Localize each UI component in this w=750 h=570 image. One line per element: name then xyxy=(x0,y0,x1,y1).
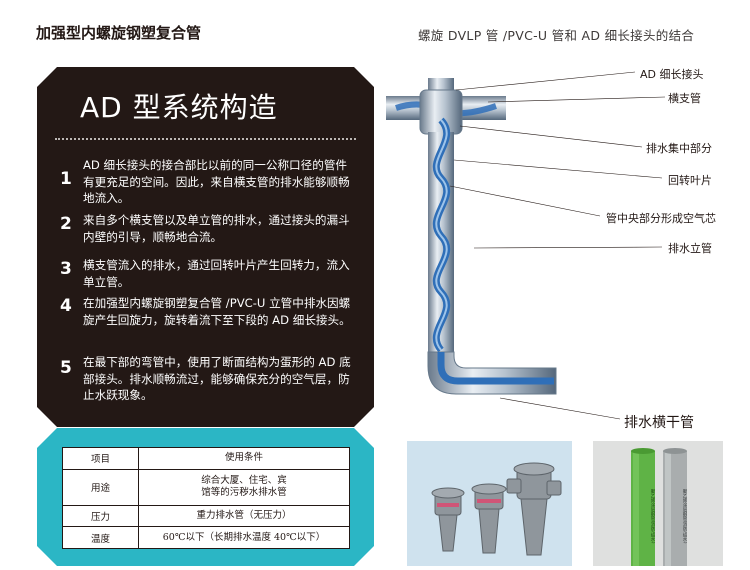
structure-panel xyxy=(37,67,374,427)
table-cell: 温度 xyxy=(62,526,139,549)
item-text: 横支管流入的排水，通过回转叶片产生回转力，流入单立管。 xyxy=(83,258,350,289)
table-cell: 60℃以下（长期排水温度 40℃以下） xyxy=(138,526,350,549)
label-stack: 排水立管 xyxy=(668,242,712,255)
conditions-table: 项目 使用条件 用途 综合大厦、住宅、宾馆等的污秽水排水管 压力 重力排水管（无… xyxy=(62,447,350,549)
table-cell: 项目 xyxy=(62,447,139,470)
item-text: AD 细长接头的接合部比以前的同一公称口径的管件有更充足的空间。因此，来自横支管… xyxy=(83,158,350,205)
label-collection-part: 排水集中部分 xyxy=(646,142,712,155)
pipes-illustration xyxy=(593,441,723,566)
table-row: 压力 重力排水管（无压力） xyxy=(62,504,350,528)
panel-heading: AD 型系统构造 xyxy=(80,91,278,124)
page-subtitle: 螺旋 DVLP 管 /PVC-U 管和 AD 细长接头的结合 xyxy=(418,28,695,43)
label-branch-pipe: 横支管 xyxy=(668,92,701,105)
fittings-illustration xyxy=(407,441,572,566)
label-main-drain: 排水横干管 xyxy=(624,415,694,431)
item-text: 在加强型内螺旋钢塑复合管 /PVC-U 立管中排水因螺旋产生回旋力，旋转着流下至… xyxy=(83,296,351,327)
table-row: 用途 综合大厦、住宅、宾馆等的污秽水排水管 xyxy=(62,468,350,506)
item-number: 4 xyxy=(60,296,72,316)
dotted-divider xyxy=(55,138,356,140)
bottom-elbow xyxy=(427,351,557,395)
table-cell: 使用条件 xyxy=(138,447,350,470)
item-number: 5 xyxy=(60,358,72,378)
table-cell: 压力 xyxy=(62,504,139,528)
item-number: 3 xyxy=(60,259,72,279)
table-cell: 重力排水管（无压力） xyxy=(138,504,350,528)
fittings-photo xyxy=(407,441,572,566)
label-ad-joint: AD 细长接头 xyxy=(640,68,704,81)
table-cell: 用途 xyxy=(62,468,139,506)
table-header-row: 项目 使用条件 xyxy=(62,447,350,470)
label-rotating-blade: 回转叶片 xyxy=(668,174,712,187)
label-air-core: 管中央部分形成空气芯 xyxy=(606,212,716,225)
page-title: 加强型内螺旋钢塑复合管 xyxy=(36,24,202,42)
item-text: 在最下部的弯管中，使用了断面结构为蛋形的 AD 底部接头。排水顺畅流过，能够确保… xyxy=(83,355,351,402)
pipe-print-green: 聚乙烯涂层钢管(消防/给水) xyxy=(650,488,655,544)
ad-joint xyxy=(419,89,463,135)
pipe-system-diagram xyxy=(386,71,666,420)
leader-lines xyxy=(449,71,666,420)
item-number: 1 xyxy=(60,169,72,189)
pipe-print-gray: 聚乙烯涂层钢管(消防/给水) xyxy=(682,488,687,544)
item-text: 来自多个横支管以及单立管的排水，通过接头的漏斗内壁的引导，顺畅地合流。 xyxy=(83,213,350,244)
table-cell: 综合大厦、住宅、宾馆等的污秽水排水管 xyxy=(138,468,350,506)
pipes-photo: 聚乙烯涂层钢管(消防/给水) 聚乙烯涂层钢管(消防/给水) xyxy=(593,441,723,566)
item-number: 2 xyxy=(60,214,72,234)
table-row: 温度 60℃以下（长期排水温度 40℃以下） xyxy=(62,526,350,549)
